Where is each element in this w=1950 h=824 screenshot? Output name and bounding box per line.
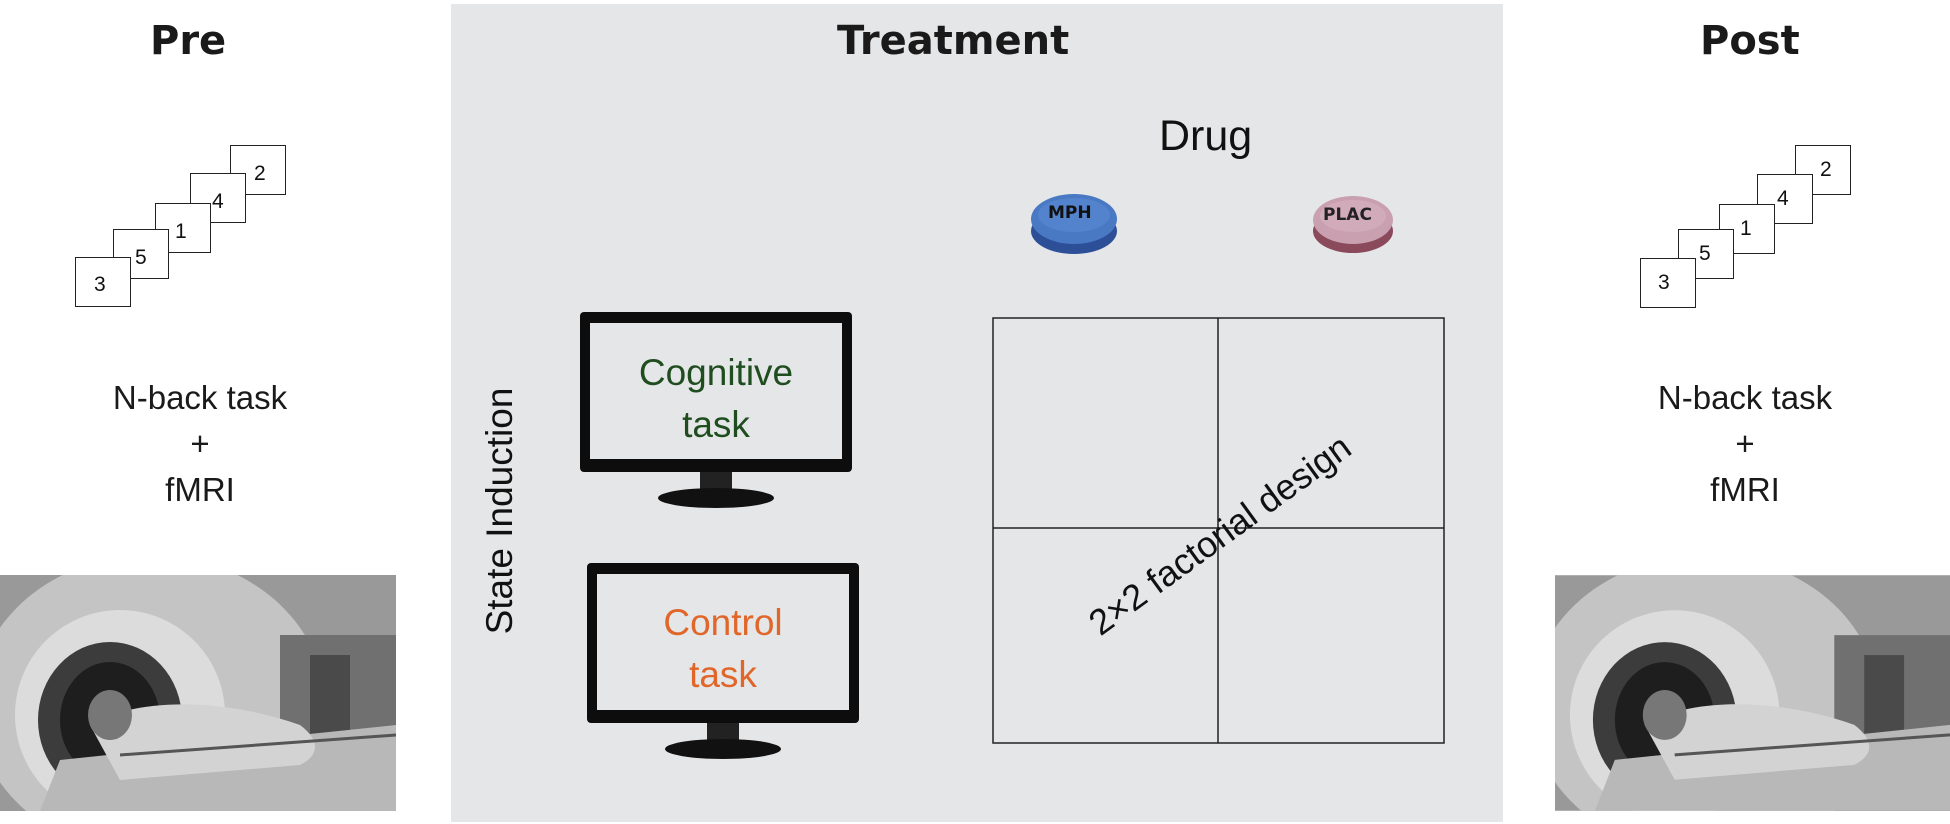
post-scan-line: fMRI xyxy=(1710,471,1780,508)
treatment-heading: Treatment xyxy=(837,18,1070,64)
placebo-pill-icon xyxy=(1313,196,1393,253)
card-number: 4 xyxy=(1777,187,1789,210)
pre-scan-line: fMRI xyxy=(165,471,235,508)
state-induction-label: State Induction xyxy=(479,387,520,635)
card-number: 5 xyxy=(135,246,147,269)
post-heading: Post xyxy=(1700,18,1800,64)
control-task-monitor-icon xyxy=(587,563,859,759)
control-task-text: Control task xyxy=(597,597,849,701)
post-nback-cards: 2 4 1 5 3 xyxy=(1635,145,1875,315)
placebo-pill-label: PLAC xyxy=(1323,205,1372,225)
card-number: 2 xyxy=(1820,158,1832,181)
mph-pill-icon xyxy=(1031,194,1117,254)
pre-nback-cards: 2 4 1 5 3 xyxy=(70,145,310,315)
card-number: 1 xyxy=(1740,217,1752,240)
cognitive-task-text: Cognitive task xyxy=(590,347,842,451)
cognitive-task-line2: task xyxy=(682,404,750,445)
pre-mri-scanner-image xyxy=(0,575,396,811)
control-task-line1: Control xyxy=(663,602,783,643)
post-mri-scanner-image xyxy=(1555,575,1950,811)
cognitive-task-monitor-icon xyxy=(580,312,852,508)
mph-pill-label: MPH xyxy=(1048,203,1092,223)
card-number: 2 xyxy=(254,162,266,185)
post-caption: N-back task + fMRI xyxy=(1585,375,1905,513)
card-number: 3 xyxy=(94,273,106,296)
card-number: 3 xyxy=(1658,271,1670,294)
card-number: 5 xyxy=(1699,242,1711,265)
post-task-line: N-back task xyxy=(1657,379,1833,416)
drug-label: Drug xyxy=(1159,112,1253,160)
pre-caption: N-back task + fMRI xyxy=(40,375,360,513)
cognitive-task-line1: Cognitive xyxy=(638,352,794,393)
pre-heading: Pre xyxy=(150,18,227,64)
card-number: 1 xyxy=(175,220,187,243)
factorial-grid xyxy=(992,317,1445,744)
post-plus: + xyxy=(1735,425,1755,462)
control-task-line2: task xyxy=(689,654,757,695)
pre-task-line: N-back task xyxy=(112,379,288,416)
pre-plus: + xyxy=(190,425,210,462)
card-number: 4 xyxy=(212,190,224,213)
